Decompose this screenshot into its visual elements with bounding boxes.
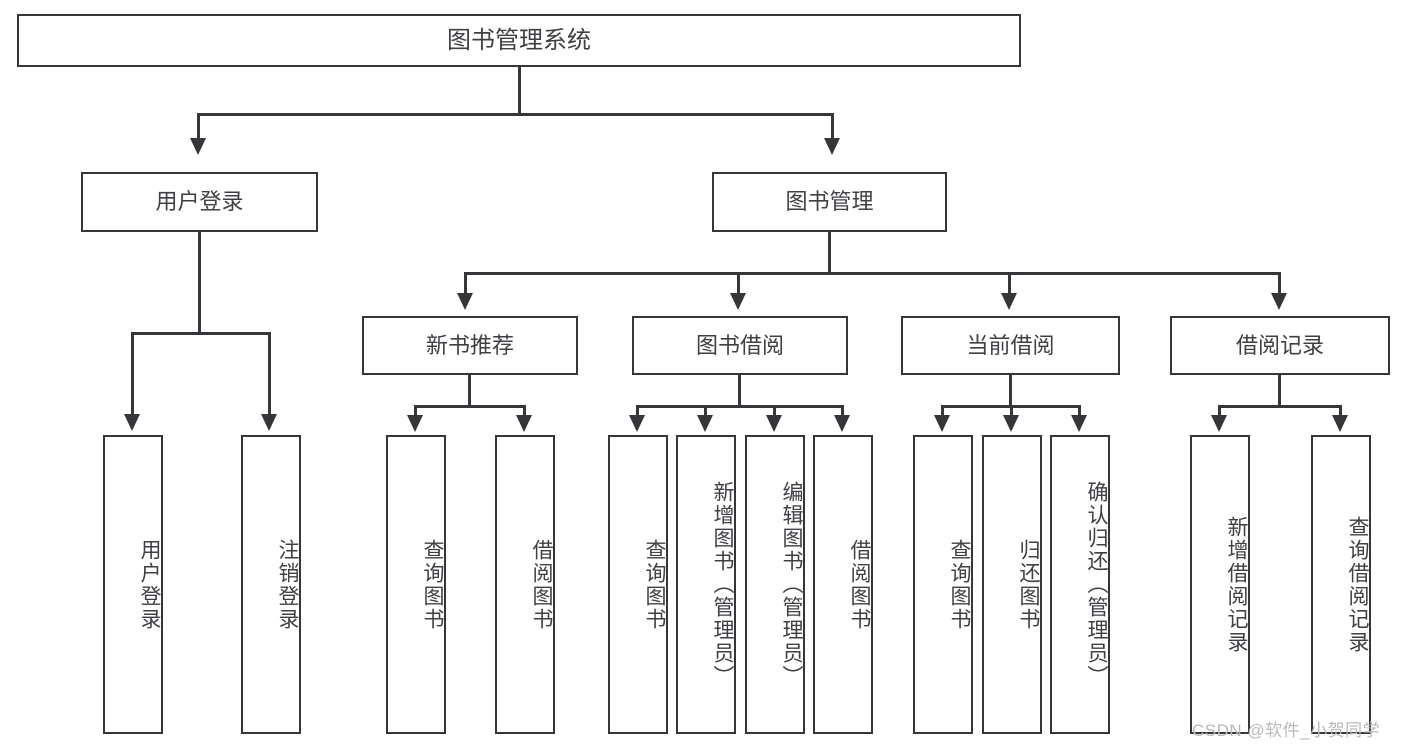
edge-user-login-stem bbox=[198, 232, 201, 334]
node-book-borrow[interactable]: 图书借阅 bbox=[632, 316, 848, 375]
arrowhead-user-login bbox=[190, 138, 206, 155]
edge-new-book-recommend-stem bbox=[468, 375, 471, 407]
edge-book-manage-child-3 bbox=[1008, 272, 1011, 296]
arrowhead-leaf-logout bbox=[261, 414, 277, 431]
leaf-confirm-return-admin[interactable]: 确认归还（管理员） bbox=[1050, 435, 1110, 734]
arrowhead-borrow-record bbox=[1271, 293, 1287, 310]
arrowhead-leaf-nbr-1 bbox=[407, 415, 423, 432]
leaf-label: 编辑图书（管理员） bbox=[780, 481, 803, 688]
edge-book-manage-child-2 bbox=[737, 272, 740, 296]
edge-bb-child-1 bbox=[636, 405, 639, 418]
edge-user-login-child-2 bbox=[268, 332, 271, 416]
edge-user-login-bar bbox=[131, 332, 270, 335]
leaf-label: 注销登录 bbox=[276, 538, 299, 631]
arrowhead-book-borrow bbox=[730, 293, 746, 310]
leaf-label: 归还图书 bbox=[1017, 538, 1040, 631]
edge-root-stem bbox=[518, 67, 521, 115]
arrowhead-leaf-cb-2 bbox=[1003, 415, 1019, 432]
leaf-logout[interactable]: 注销登录 bbox=[241, 435, 301, 734]
edge-nbr-child-2 bbox=[523, 405, 526, 418]
arrowhead-leaf-bb-3 bbox=[766, 415, 782, 432]
edge-book-manage-child-4 bbox=[1278, 272, 1281, 296]
leaf-borrow-book-nbr[interactable]: 借阅图书 bbox=[495, 435, 555, 734]
edge-book-manage-stem bbox=[828, 232, 831, 274]
leaf-query-book-cb[interactable]: 查询图书 bbox=[913, 435, 973, 734]
edge-book-manage-bar bbox=[464, 272, 1281, 275]
node-root-system[interactable]: 图书管理系统 bbox=[17, 14, 1021, 67]
leaf-label: 查询图书 bbox=[643, 538, 666, 631]
edge-borrow-record-stem bbox=[1278, 375, 1281, 407]
leaf-user-login[interactable]: 用户登录 bbox=[103, 435, 163, 734]
leaf-label: 查询图书 bbox=[421, 538, 444, 631]
arrowhead-leaf-cb-1 bbox=[934, 415, 950, 432]
arrowhead-new-book-recommend bbox=[457, 293, 473, 310]
edge-book-borrow-bar bbox=[636, 405, 843, 408]
node-user-login[interactable]: 用户登录 bbox=[81, 172, 318, 232]
arrowhead-leaf-bb-1 bbox=[629, 415, 645, 432]
edge-bb-child-2 bbox=[704, 405, 707, 418]
edge-new-book-recommend-bar bbox=[414, 405, 526, 408]
leaf-label: 借阅图书 bbox=[530, 538, 553, 631]
edge-borrow-record-bar bbox=[1218, 405, 1342, 408]
arrowhead-leaf-br-1 bbox=[1211, 415, 1227, 432]
leaf-edit-book-admin[interactable]: 编辑图书（管理员） bbox=[745, 435, 805, 734]
leaf-label: 确认归还（管理员） bbox=[1085, 481, 1108, 688]
edge-user-login-child-1 bbox=[131, 332, 134, 416]
arrowhead-leaf-bb-2 bbox=[697, 415, 713, 432]
leaf-label: 查询图书 bbox=[948, 538, 971, 631]
node-label: 新书推荐 bbox=[425, 332, 514, 358]
arrowhead-current-borrow bbox=[1001, 293, 1017, 310]
edge-book-manage-child-1 bbox=[464, 272, 467, 296]
arrowhead-leaf-br-2 bbox=[1332, 415, 1348, 432]
arrowhead-leaf-user-login bbox=[124, 414, 140, 431]
node-current-borrow[interactable]: 当前借阅 bbox=[901, 316, 1120, 375]
arrowhead-leaf-cb-3 bbox=[1071, 415, 1087, 432]
arrowhead-leaf-nbr-2 bbox=[516, 415, 532, 432]
node-book-manage[interactable]: 图书管理 bbox=[712, 172, 947, 232]
leaf-add-book-admin[interactable]: 新增图书（管理员） bbox=[676, 435, 736, 734]
edge-nbr-child-1 bbox=[414, 405, 417, 418]
leaf-label: 查询借阅记录 bbox=[1346, 515, 1369, 654]
leaf-borrow-book-bb[interactable]: 借阅图书 bbox=[813, 435, 873, 734]
node-label: 图书借阅 bbox=[695, 332, 784, 358]
edge-current-borrow-stem bbox=[1009, 375, 1012, 407]
edge-book-borrow-stem bbox=[738, 375, 741, 407]
node-label: 图书管理 bbox=[785, 189, 874, 215]
leaf-query-book-bb[interactable]: 查询图书 bbox=[608, 435, 668, 734]
edge-cb-child-2 bbox=[1010, 405, 1013, 418]
leaf-query-book-nbr[interactable]: 查询图书 bbox=[386, 435, 446, 734]
leaf-label: 新增借阅记录 bbox=[1225, 515, 1248, 654]
watermark: CSDN @软件_小贺同学 bbox=[1192, 721, 1381, 740]
edge-cb-child-3 bbox=[1078, 405, 1081, 418]
edge-root-bar bbox=[197, 113, 834, 116]
arrowhead-leaf-bb-4 bbox=[834, 415, 850, 432]
node-borrow-record[interactable]: 借阅记录 bbox=[1170, 316, 1390, 375]
node-new-book-recommend[interactable]: 新书推荐 bbox=[362, 316, 578, 375]
edge-root-to-user-login bbox=[197, 113, 200, 141]
edge-br-child-1 bbox=[1218, 405, 1221, 418]
leaf-label: 新增图书（管理员） bbox=[711, 481, 734, 688]
leaf-label: 用户登录 bbox=[138, 538, 161, 631]
edge-bb-child-4 bbox=[841, 405, 844, 418]
leaf-return-book[interactable]: 归还图书 bbox=[982, 435, 1042, 734]
leaf-add-borrow-record[interactable]: 新增借阅记录 bbox=[1190, 435, 1250, 734]
node-label: 用户登录 bbox=[155, 189, 244, 215]
node-label: 图书管理系统 bbox=[447, 26, 591, 54]
node-label: 借阅记录 bbox=[1235, 332, 1324, 358]
edge-br-child-2 bbox=[1339, 405, 1342, 418]
arrowhead-book-manage bbox=[824, 138, 840, 155]
edge-cb-child-1 bbox=[941, 405, 944, 418]
leaf-label: 借阅图书 bbox=[848, 538, 871, 631]
leaf-query-borrow-record[interactable]: 查询借阅记录 bbox=[1311, 435, 1371, 734]
edge-bb-child-3 bbox=[773, 405, 776, 418]
edge-root-to-book-manage bbox=[831, 113, 834, 141]
node-label: 当前借阅 bbox=[966, 332, 1055, 358]
